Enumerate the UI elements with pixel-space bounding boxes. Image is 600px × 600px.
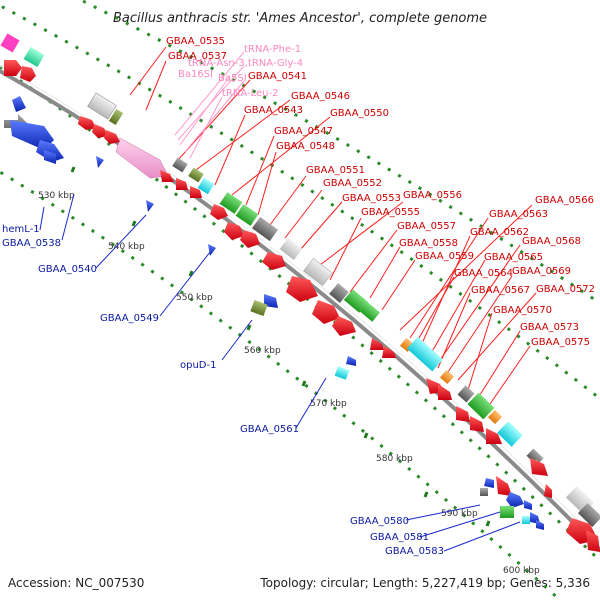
gene-green — [360, 302, 380, 322]
gene-label: GBAA_0569 — [512, 266, 571, 277]
gene-green — [219, 192, 243, 214]
gene-label: GBAA_0552 — [323, 178, 382, 189]
gene-label: GBAA_0568 — [522, 236, 581, 247]
gene-label: GBAA_0567 — [471, 285, 530, 296]
gene-label: GBAA_0535 — [166, 36, 225, 47]
gene-label: GBAA_0549 — [100, 313, 159, 324]
forward-gene-labels: GBAA_0535 GBAA_0537 GBAA_0541 GBAA_0546 … — [166, 36, 595, 348]
gene-gray — [87, 92, 117, 120]
gene-label: GBAA_0558 — [399, 238, 458, 249]
gene-label: GBAA_0537 — [168, 51, 227, 62]
scale-label-600: 600 kbp — [503, 566, 540, 576]
genome-backbone — [0, 65, 600, 553]
gene-label: GBAA_0573 — [520, 322, 579, 333]
gene-light — [279, 237, 303, 261]
gene-green — [467, 392, 495, 420]
gene-label: GBAA_0564 — [454, 268, 513, 279]
reverse-genes — [4, 96, 544, 530]
gene-orange — [487, 409, 503, 425]
rna-label: tRNA-Phe-1 — [244, 44, 301, 55]
rna-label: Ba5SI — [218, 73, 247, 84]
map-title: Bacillus anthracis str. 'Ames Ancestor',… — [113, 11, 487, 26]
gene-mint — [23, 46, 45, 68]
gene-label: GBAA_0551 — [306, 165, 365, 176]
gene-label: GBAA_0556 — [403, 190, 462, 201]
rna-labels: tRNA-Phe-1 tRNA-Asn-3,tRNA-Gly-4 Ba16SI … — [178, 44, 303, 99]
scale-label-570: 570 kbp — [310, 399, 347, 409]
gene-olive — [108, 108, 124, 126]
gene-label: GBAA_0550 — [330, 108, 389, 119]
gene-label: GBAA_0547 — [274, 126, 333, 137]
gene-olive — [188, 167, 204, 183]
gene-label: GBAA_0572 — [536, 284, 595, 295]
scale-label-560: 560 kbp — [244, 346, 281, 356]
gene-gray — [329, 283, 349, 303]
gene-label: GBAA_0581 — [370, 532, 429, 543]
rna-label: Ba16SI — [178, 69, 213, 80]
reverse-gene-labels: hemL-1 GBAA_0538 GBAA_0540 GBAA_0549 opu… — [2, 224, 444, 557]
scale-ticks — [70, 166, 491, 527]
gene-label: GBAA_0575 — [531, 337, 590, 348]
gene-label: GBAA_0570 — [493, 305, 552, 316]
gene-cyan — [197, 177, 215, 195]
gene-gray — [251, 216, 279, 242]
gene-label: GBAA_0541 — [248, 71, 307, 82]
gene-label: GBAA_0555 — [361, 207, 420, 218]
gene-label: GBAA_0561 — [240, 424, 299, 435]
rna-leader-lines — [174, 51, 245, 159]
scale-label-550: 550 kbp — [176, 293, 213, 303]
gene-label: GBAA_0538 — [2, 238, 61, 249]
gene-label: GBAA_0583 — [385, 546, 444, 557]
gene-label: GBAA_0546 — [291, 91, 350, 102]
gene-label: GBAA_0540 — [38, 264, 97, 275]
gene-light — [303, 257, 333, 287]
gene-label: GBAA_0563 — [489, 209, 548, 220]
accession-text: Accession: NC_007530 — [8, 576, 144, 590]
gene-gray — [577, 503, 600, 527]
gene-gray — [457, 385, 475, 403]
gene-cyan — [407, 336, 443, 372]
gene-gray — [172, 157, 188, 173]
gene-label: hemL-1 — [2, 224, 40, 235]
gene-pink-top — [0, 33, 20, 53]
scale-label-590: 590 kbp — [441, 509, 478, 519]
topology-text: Topology: circular; Length: 5,227,419 bp… — [259, 576, 590, 590]
gene-label: GBAA_0553 — [342, 193, 401, 204]
gene-label: opuD-1 — [180, 360, 216, 371]
gene-orange — [439, 369, 455, 385]
gene-green — [343, 289, 369, 313]
gene-label: GBAA_0566 — [535, 195, 594, 206]
scale-label-580: 580 kbp — [376, 454, 413, 464]
gene-label: GBAA_0543 — [244, 105, 303, 116]
scale-label-530: 530 kbp — [38, 191, 75, 201]
forward-leader-lines — [129, 46, 537, 405]
rrna-gene — [115, 137, 169, 179]
gene-cyan — [497, 421, 523, 447]
reverse-leader-lines — [39, 193, 521, 552]
gene-label: GBAA_0580 — [350, 516, 409, 527]
gene-label: GBAA_0548 — [276, 141, 335, 152]
gene-label: GBAA_0562 — [470, 227, 529, 238]
gene-gray — [526, 448, 544, 466]
gene-label: GBAA_0565 — [484, 252, 543, 263]
rna-label: tRNA-Asn-3,tRNA-Gly-4 — [188, 58, 303, 69]
gene-green — [235, 204, 259, 226]
forward-arrows — [4, 60, 600, 552]
gene-label: GBAA_0557 — [397, 221, 456, 232]
scale-label-540: 540 kbp — [108, 242, 145, 252]
gene-label: GBAA_0559 — [415, 251, 474, 262]
rna-label: tRNA-Leu-2 — [222, 88, 278, 99]
